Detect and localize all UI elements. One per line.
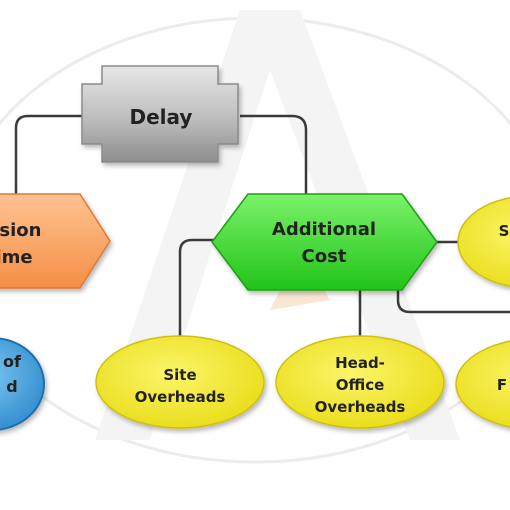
connector-delay-to-extension <box>14 114 82 194</box>
right-ellipse-bottom-label: F <box>497 376 507 394</box>
head-office-overheads-line2: Office <box>336 376 385 394</box>
additional-cost-line2: Cost <box>302 246 347 267</box>
head-office-overheads-line1: Head- <box>335 354 385 372</box>
blue-ellipse-line2: d <box>6 377 17 396</box>
delay-label: Delay <box>130 105 193 129</box>
site-overheads-line1: Site <box>163 366 196 384</box>
connector-delay-to-cost <box>240 114 308 194</box>
extension-of-time-line2: ime <box>0 247 33 268</box>
head-office-overheads-node <box>275 335 445 429</box>
connector-cost-to-site <box>178 238 215 338</box>
additional-cost-node <box>211 193 438 291</box>
head-office-overheads-line3: Overheads <box>315 398 406 416</box>
connector-cost-to-right-bottom <box>396 270 510 314</box>
blue-ellipse-node <box>0 337 45 431</box>
right-ellipse-bottom-node <box>455 340 510 428</box>
site-overheads-line2: Overheads <box>135 388 226 406</box>
connectors <box>14 114 510 338</box>
blue-ellipse-line1: of <box>3 352 22 371</box>
delay-node <box>81 65 239 163</box>
extension-of-time-line1: nsion <box>0 220 41 241</box>
site-overheads-node <box>95 335 265 429</box>
extension-of-time-node <box>0 193 111 289</box>
right-ellipse-top-label: S <box>499 222 510 240</box>
additional-cost-line1: Additional <box>272 219 376 240</box>
right-ellipse-top-node <box>457 197 510 287</box>
